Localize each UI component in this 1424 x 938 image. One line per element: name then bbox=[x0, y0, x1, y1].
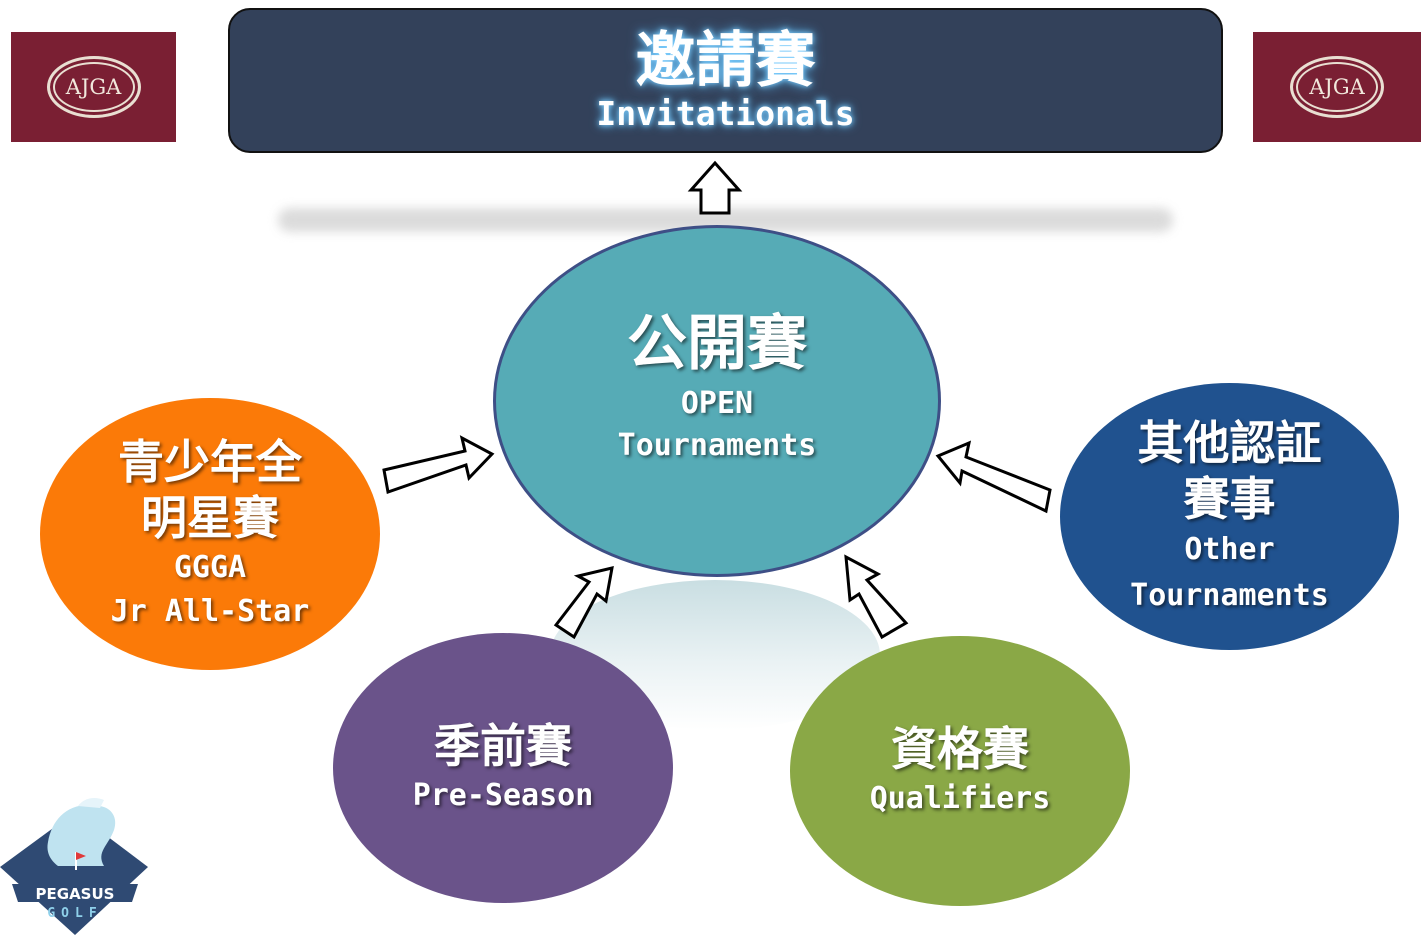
invitationals-title-zh: 邀請賽 bbox=[635, 25, 816, 96]
open-title-zh: 公開賽 bbox=[627, 309, 807, 379]
ajga-logo-right: AJGA bbox=[1253, 32, 1421, 142]
open-tournaments-node: 公開賽 OPEN Tournaments bbox=[493, 225, 941, 577]
ajga-logo-left-text: AJGA bbox=[46, 56, 141, 118]
arrow-up-icon bbox=[687, 160, 743, 215]
preseason-title-en: Pre-Season bbox=[412, 778, 594, 813]
allstar-title-zh1: 青少年全 bbox=[118, 435, 302, 489]
other-title-zh1: 其他認証 bbox=[1137, 415, 1322, 470]
allstar-title-en1: GGGA bbox=[173, 550, 247, 585]
invitationals-banner: 邀請賽 Invitationals bbox=[228, 8, 1223, 153]
preseason-node: 季前賽 Pre-Season bbox=[333, 633, 673, 903]
qualifiers-title-en: Qualifiers bbox=[869, 781, 1051, 816]
allstar-title-en2: Jr All-Star bbox=[110, 594, 310, 629]
arrow-up-icon bbox=[553, 566, 614, 640]
arrow-left-icon bbox=[935, 440, 1052, 514]
arrow-up-icon bbox=[844, 554, 909, 640]
open-title-en2: Tournaments bbox=[617, 428, 817, 463]
qualifiers-node: 資格賽 Qualifiers bbox=[790, 636, 1130, 906]
ajga-logo-left: AJGA bbox=[11, 32, 176, 142]
preseason-title-zh: 季前賽 bbox=[434, 719, 572, 773]
open-title-en1: OPEN bbox=[680, 386, 754, 421]
other-title-zh2: 賽事 bbox=[1183, 471, 1276, 526]
ajga-logo-right-text: AJGA bbox=[1290, 56, 1384, 118]
other-title-en2: Tournaments bbox=[1130, 577, 1329, 613]
arrow-right-icon bbox=[382, 435, 495, 494]
other-tournaments-node: 其他認証 賽事 Other Tournaments bbox=[1060, 383, 1399, 650]
allstar-title-zh2: 明星賽 bbox=[141, 491, 279, 545]
invitationals-title-en: Invitationals bbox=[596, 93, 855, 133]
allstar-node: 青少年全 明星賽 GGGA Jr All-Star bbox=[40, 398, 380, 670]
other-title-en1: Other bbox=[1184, 531, 1275, 567]
qualifiers-title-zh: 資格賽 bbox=[891, 722, 1029, 776]
